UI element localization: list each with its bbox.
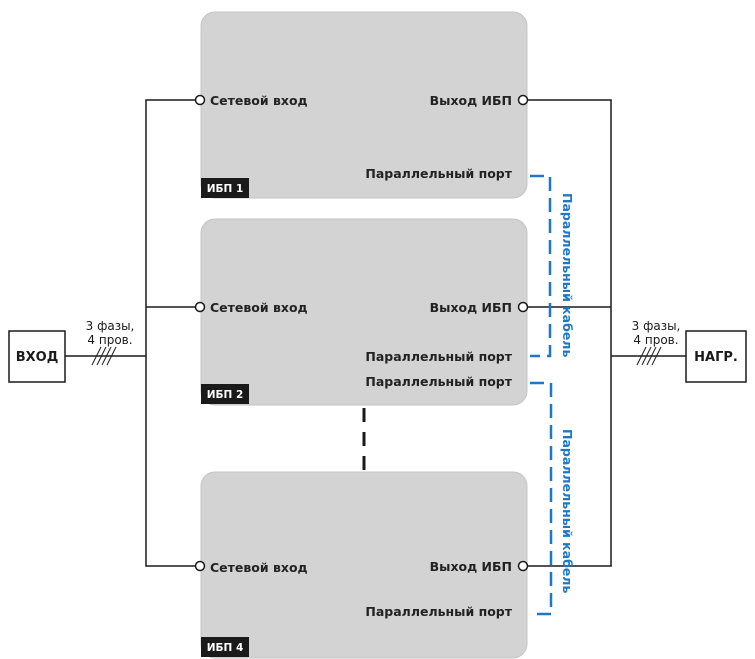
output-wire-hash-icon	[636, 346, 662, 366]
ups-4-output-port	[517, 560, 529, 572]
ups-1-output-port	[517, 94, 529, 106]
input-terminal-box	[8, 330, 66, 383]
ups-1-input-port	[194, 94, 206, 106]
ups-4-tag-bg	[201, 637, 249, 657]
ups-2-tag: ИБП 2	[207, 389, 244, 401]
output-bus-wire	[526, 99, 612, 567]
ups-1-output-label: Выход ИБП	[430, 93, 512, 108]
parallel-cable-1-line	[530, 174, 552, 358]
ups-2-parallel-port-label-1: Параллельный порт	[365, 349, 512, 364]
ups-1-input-label: Сетевой вход	[210, 93, 308, 108]
parallel-cable-2-label: Параллельный кабель	[560, 429, 575, 593]
input-phase-line1: 3 фазы,	[86, 319, 135, 333]
ups-2-output-label: Выход ИБП	[430, 300, 512, 315]
parallel-cable-1-label: Параллельный кабель	[560, 193, 575, 357]
load-terminal-label: НАГР.	[694, 350, 738, 365]
load-terminal-box	[685, 330, 747, 383]
ups-2-tag-bg	[201, 384, 249, 404]
ups-4-tag: ИБП 4	[207, 642, 244, 654]
ups-2-input-port	[194, 301, 206, 313]
ups-4-parallel-port-label: Параллельный порт	[365, 604, 512, 619]
ups-4-input-port	[194, 560, 206, 572]
ups-4-input-label: Сетевой вход	[210, 560, 308, 575]
ups-2-output-port	[517, 301, 529, 313]
parallel-cable-2-line	[530, 381, 553, 616]
load-phase-line2: 4 пров.	[633, 333, 678, 347]
ups-2-parallel-port-label-2: Параллельный порт	[365, 374, 512, 389]
ups-1-parallel-port-label: Параллельный порт	[365, 166, 512, 181]
ups-1-tag: ИБП 1	[207, 183, 244, 195]
ups-4-output-label: Выход ИБП	[430, 559, 512, 574]
ups-1-tag-bg	[201, 178, 249, 198]
input-wire-hash-icon	[91, 346, 117, 366]
load-phase-line1: 3 фазы,	[632, 319, 681, 333]
ups-2-input-label: Сетевой вход	[210, 300, 308, 315]
input-bus-wire	[145, 99, 197, 567]
input-phase-line2: 4 пров.	[87, 333, 132, 347]
input-terminal-label: ВХОД	[16, 350, 59, 365]
